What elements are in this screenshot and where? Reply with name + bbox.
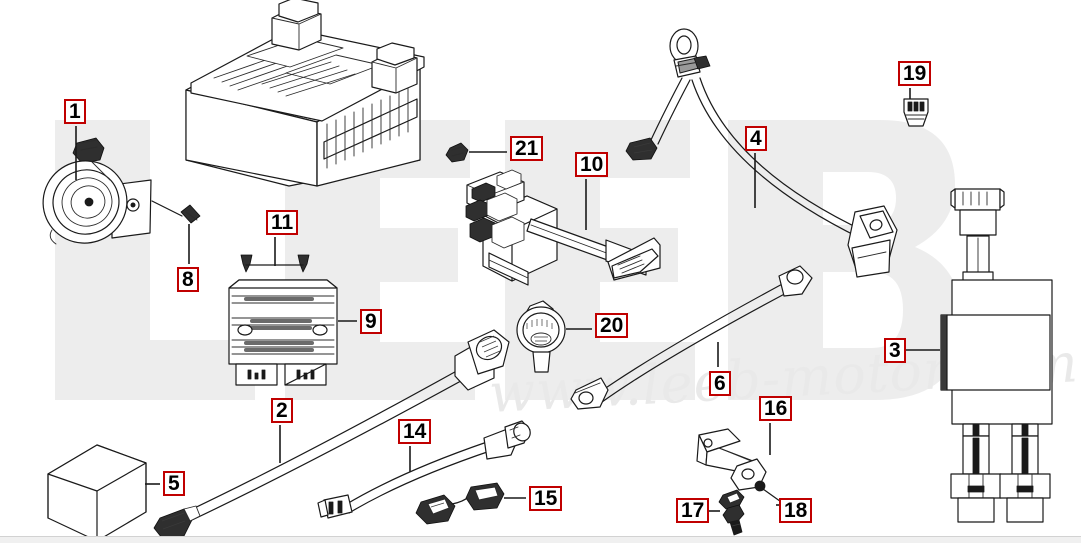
callout-6[interactable]: 6 (709, 371, 731, 396)
part-spark-plug (718, 489, 745, 536)
callout-3[interactable]: 3 (884, 338, 906, 363)
callout-19[interactable]: 19 (898, 61, 932, 86)
part-ignition-coil (465, 169, 661, 286)
callout-14[interactable]: 14 (398, 419, 432, 444)
callout-2[interactable]: 2 (271, 398, 293, 423)
callout-17[interactable]: 17 (676, 498, 710, 523)
part-battery (185, 0, 425, 187)
callout-11[interactable]: 11 (266, 210, 299, 235)
part-regulator-rectifier (228, 279, 338, 386)
callout-15[interactable]: 15 (529, 486, 563, 511)
part-ecu-box (47, 444, 147, 542)
part-horn-bolt (151, 200, 201, 224)
part-connector-terminal (415, 482, 505, 525)
part-starter-relay (940, 188, 1053, 523)
callout-1[interactable]: 1 (64, 99, 86, 124)
callout-9[interactable]: 9 (360, 309, 382, 334)
callout-4[interactable]: 4 (745, 126, 767, 151)
callout-21[interactable]: 21 (510, 136, 544, 161)
bottom-border-strip (0, 536, 1081, 543)
callout-8[interactable]: 8 (177, 267, 199, 292)
part-mounting-bracket (696, 428, 767, 491)
part-battery-ground-cable (625, 28, 898, 278)
part-horn (42, 137, 152, 245)
callout-16[interactable]: 16 (759, 396, 793, 421)
callout-10[interactable]: 10 (575, 152, 609, 177)
part-spark-plug-cable (317, 420, 531, 519)
part-ignition-switch-cap (516, 300, 566, 373)
callout-5[interactable]: 5 (163, 471, 185, 496)
part-battery-positive-cable (153, 329, 510, 539)
part-connector-plug (903, 98, 929, 127)
part-starter-cable (570, 265, 813, 410)
part-clip-clamp (445, 142, 469, 163)
part-regulator-bolts (240, 254, 310, 273)
callout-18[interactable]: 18 (779, 498, 813, 523)
callout-20[interactable]: 20 (595, 313, 629, 338)
